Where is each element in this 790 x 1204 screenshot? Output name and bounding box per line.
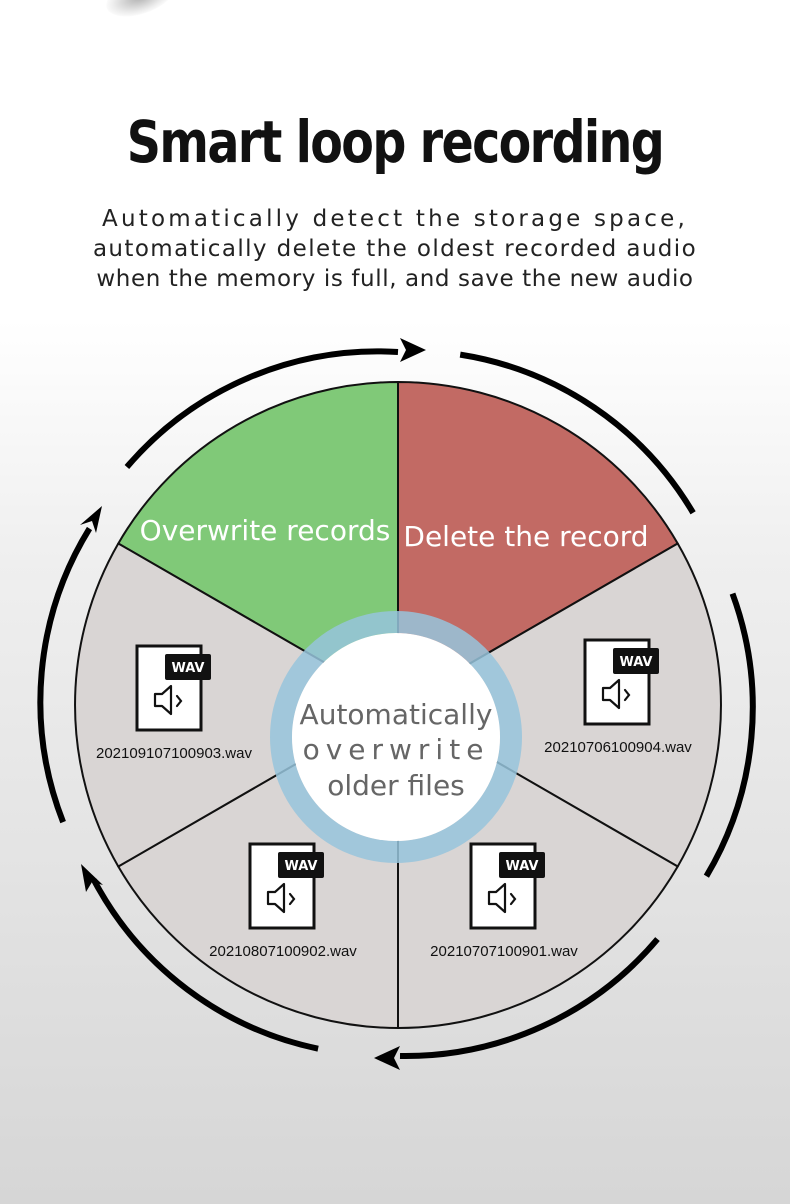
wav-file-icon <box>135 644 213 732</box>
subtitle-line: automatically delete the oldest recorded… <box>92 236 698 262</box>
arrow-left <box>37 526 93 824</box>
overwrite-records-label: Overwrite records <box>140 514 391 547</box>
wav-file-4: WAV <box>135 644 213 732</box>
page-title: Smart loop recording <box>126 108 665 176</box>
arrow-top-left <box>124 348 399 469</box>
center-disc <box>292 633 500 841</box>
cycle-arrows <box>37 348 756 1060</box>
wav-file-icon <box>469 842 547 930</box>
file-type-badge: WAV <box>285 859 318 874</box>
wav-file-icon <box>583 638 661 726</box>
segment-file-4 <box>74 542 399 868</box>
arrow-right <box>703 592 756 878</box>
arrow-bottom-left <box>91 878 319 1052</box>
file-name: 20210807100902.wav <box>209 943 357 960</box>
center-ring <box>270 611 522 863</box>
file-type-badge: WAV <box>172 661 205 676</box>
arrow-bottom-right <box>399 937 660 1060</box>
subtitle-line: Automatically detect the storage space, <box>102 206 688 232</box>
wav-file-icon <box>248 842 326 930</box>
arrowhead-icon <box>80 506 102 533</box>
arrow-heads <box>80 338 426 1070</box>
arrowhead-icon <box>81 864 103 892</box>
subtitle-line: when the memory is full, and save the ne… <box>96 266 694 292</box>
center-line-1: Automatically <box>300 698 493 731</box>
wav-file-2: WAV <box>469 842 547 930</box>
segment-delete <box>397 381 679 706</box>
arrowhead-icon <box>400 338 426 362</box>
file-type-badge: WAV <box>506 859 539 874</box>
delete-record-label: Delete the record <box>403 520 648 553</box>
file-name: 20210706100904.wav <box>544 739 692 756</box>
file-type-badge: WAV <box>620 655 653 670</box>
file-name: 202109107100903.wav <box>96 745 252 762</box>
page-subtitle: Automatically detect the storage space, … <box>0 204 790 294</box>
wav-file-3: WAV <box>248 842 326 930</box>
wav-file-1: WAV <box>583 638 661 726</box>
arrowhead-icon <box>374 1046 400 1070</box>
file-name: 20210707100901.wav <box>430 943 578 960</box>
segment-overwrite <box>117 381 399 706</box>
arrow-top-right <box>459 351 696 515</box>
center-line-2: overwrite <box>303 733 490 766</box>
segment-file-1 <box>397 542 722 868</box>
center-line-3: older files <box>327 769 465 802</box>
